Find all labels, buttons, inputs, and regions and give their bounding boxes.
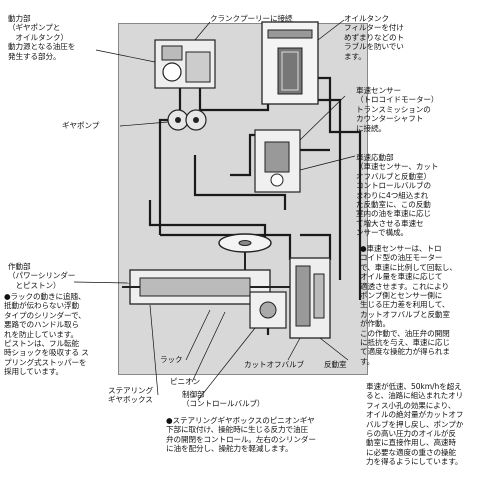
highspeed-note: 車速が低速、50km/hを超え ると、油路に組込まれたオリ フィス小孔の効果によ…	[366, 382, 464, 467]
reaction-chamber-label: 反動室	[324, 360, 347, 369]
crank-pulley-label: クランクプーリーに接続	[210, 14, 293, 23]
control-unit-label: 制御部 （コントロールバルブ）	[182, 390, 265, 409]
oil-tank-label: オイルタンク フィルターを付け めずまりなどのト ラブルを防いでい ます。	[344, 14, 404, 61]
cutoff-valve-reaction-chamber-graphic	[289, 257, 331, 339]
oil-tank-graphic	[261, 21, 319, 105]
power-unit-label: 動力部 （ギヤポンプと オイルタンク） 動力源となる油圧を 発生する部分。	[8, 14, 76, 61]
steering-gearbox-label: ステアリング ギヤボックス	[108, 386, 153, 405]
speed-sensor-label: 車速センサー （トロコイドモーター） トランスミッションの カウンターシャフト …	[356, 86, 439, 133]
power-cylinder-graphic	[122, 269, 290, 305]
sensor-note: ●車速センサーは、トロ コイド型の油圧モーター で、車速に比例して回転し、 オイ…	[360, 244, 457, 366]
pinion-label: ピニオン	[170, 377, 200, 386]
gear-pump-label: ギヤポンプ	[62, 121, 100, 130]
cutoff-valve-label: カットオフバルブ	[244, 360, 304, 369]
control-valve-graphic	[249, 291, 287, 329]
steering-wheel-graphic	[218, 233, 272, 275]
hydraulic-lines	[148, 76, 362, 335]
rack-note: ●ラックの動きに追随、 抵動が伝わらない浮動 タイプのシリンダーで、 悪路でのハ…	[4, 292, 89, 377]
engine-pulley	[154, 39, 216, 89]
reaction-unit-label: 車速応動部 （車速センサー、カット オフバルブと反動室） コントロールバルブの …	[356, 153, 439, 238]
speed-sensor-unit	[254, 129, 301, 193]
rack-label: ラック	[160, 355, 183, 364]
gearbox-note: ●ステアリングギヤボックスのピニオンギヤ 下部に取付け、操舵時に生じる反力で油圧…	[166, 416, 316, 454]
gear-pump-graphic	[167, 109, 207, 131]
leader-lines	[73, 19, 356, 401]
actuator-label: 作動部 （パワーシリンダー とピストン）	[8, 262, 76, 290]
